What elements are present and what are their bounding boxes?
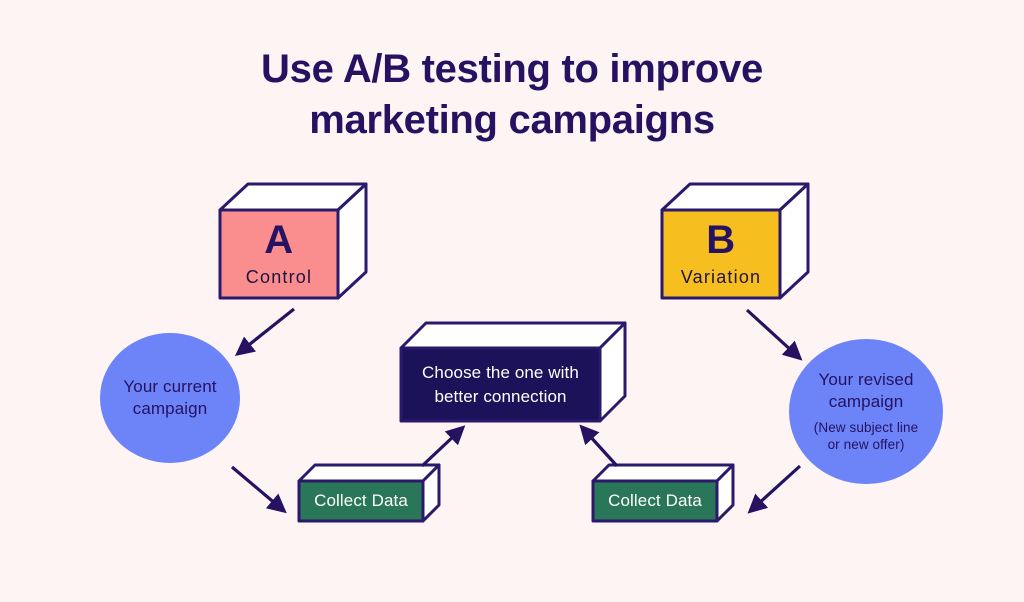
box-decision[interactable]: Choose the one with better connection (398, 320, 628, 424)
circle-current-campaign-line-2: campaign (132, 399, 208, 418)
page-title: Use A/B testing to improve marketing cam… (0, 44, 1024, 146)
box-collect-right-front-face (591, 479, 719, 523)
arrow-revised-campaign-to-collect-right (747, 464, 802, 514)
box-collect-left-top-face (297, 463, 441, 483)
box-decision-front-face (399, 346, 602, 423)
box-collect-right-top-face (591, 463, 735, 483)
circle-revised-campaign-line-1: Your revised (818, 370, 914, 390)
circle-revised-campaign-sub-2: or new offer) (827, 437, 905, 453)
circle-revised-campaign-line-2: campaign (828, 392, 904, 412)
arrow-variation-to-revised-campaign (745, 308, 803, 361)
box-decision-top-face (399, 321, 627, 350)
box-collect-data-right[interactable]: Collect Data (590, 462, 736, 524)
page-title-line-1: Use A/B testing to improve (261, 47, 763, 91)
box-variation[interactable]: B Variation (658, 180, 810, 302)
box-control-front-face (218, 208, 340, 300)
box-collect-left-front-face (297, 479, 425, 523)
box-collect-data-left[interactable]: Collect Data (296, 462, 442, 524)
box-control[interactable]: A Control (216, 180, 368, 302)
box-variation-front-face (660, 208, 782, 300)
page-title-line-2: marketing campaigns (309, 98, 715, 143)
arrow-control-to-current-campaign (234, 307, 295, 356)
circle-revised-campaign[interactable]: Your revised campaign (New subject line … (789, 339, 943, 484)
circle-revised-campaign-sub-1: (New subject line (813, 419, 919, 435)
circle-current-campaign[interactable]: Your current campaign (100, 333, 240, 463)
arrow-current-campaign-to-collect-left (230, 465, 287, 514)
circle-current-campaign-line-1: Your current (123, 376, 217, 396)
